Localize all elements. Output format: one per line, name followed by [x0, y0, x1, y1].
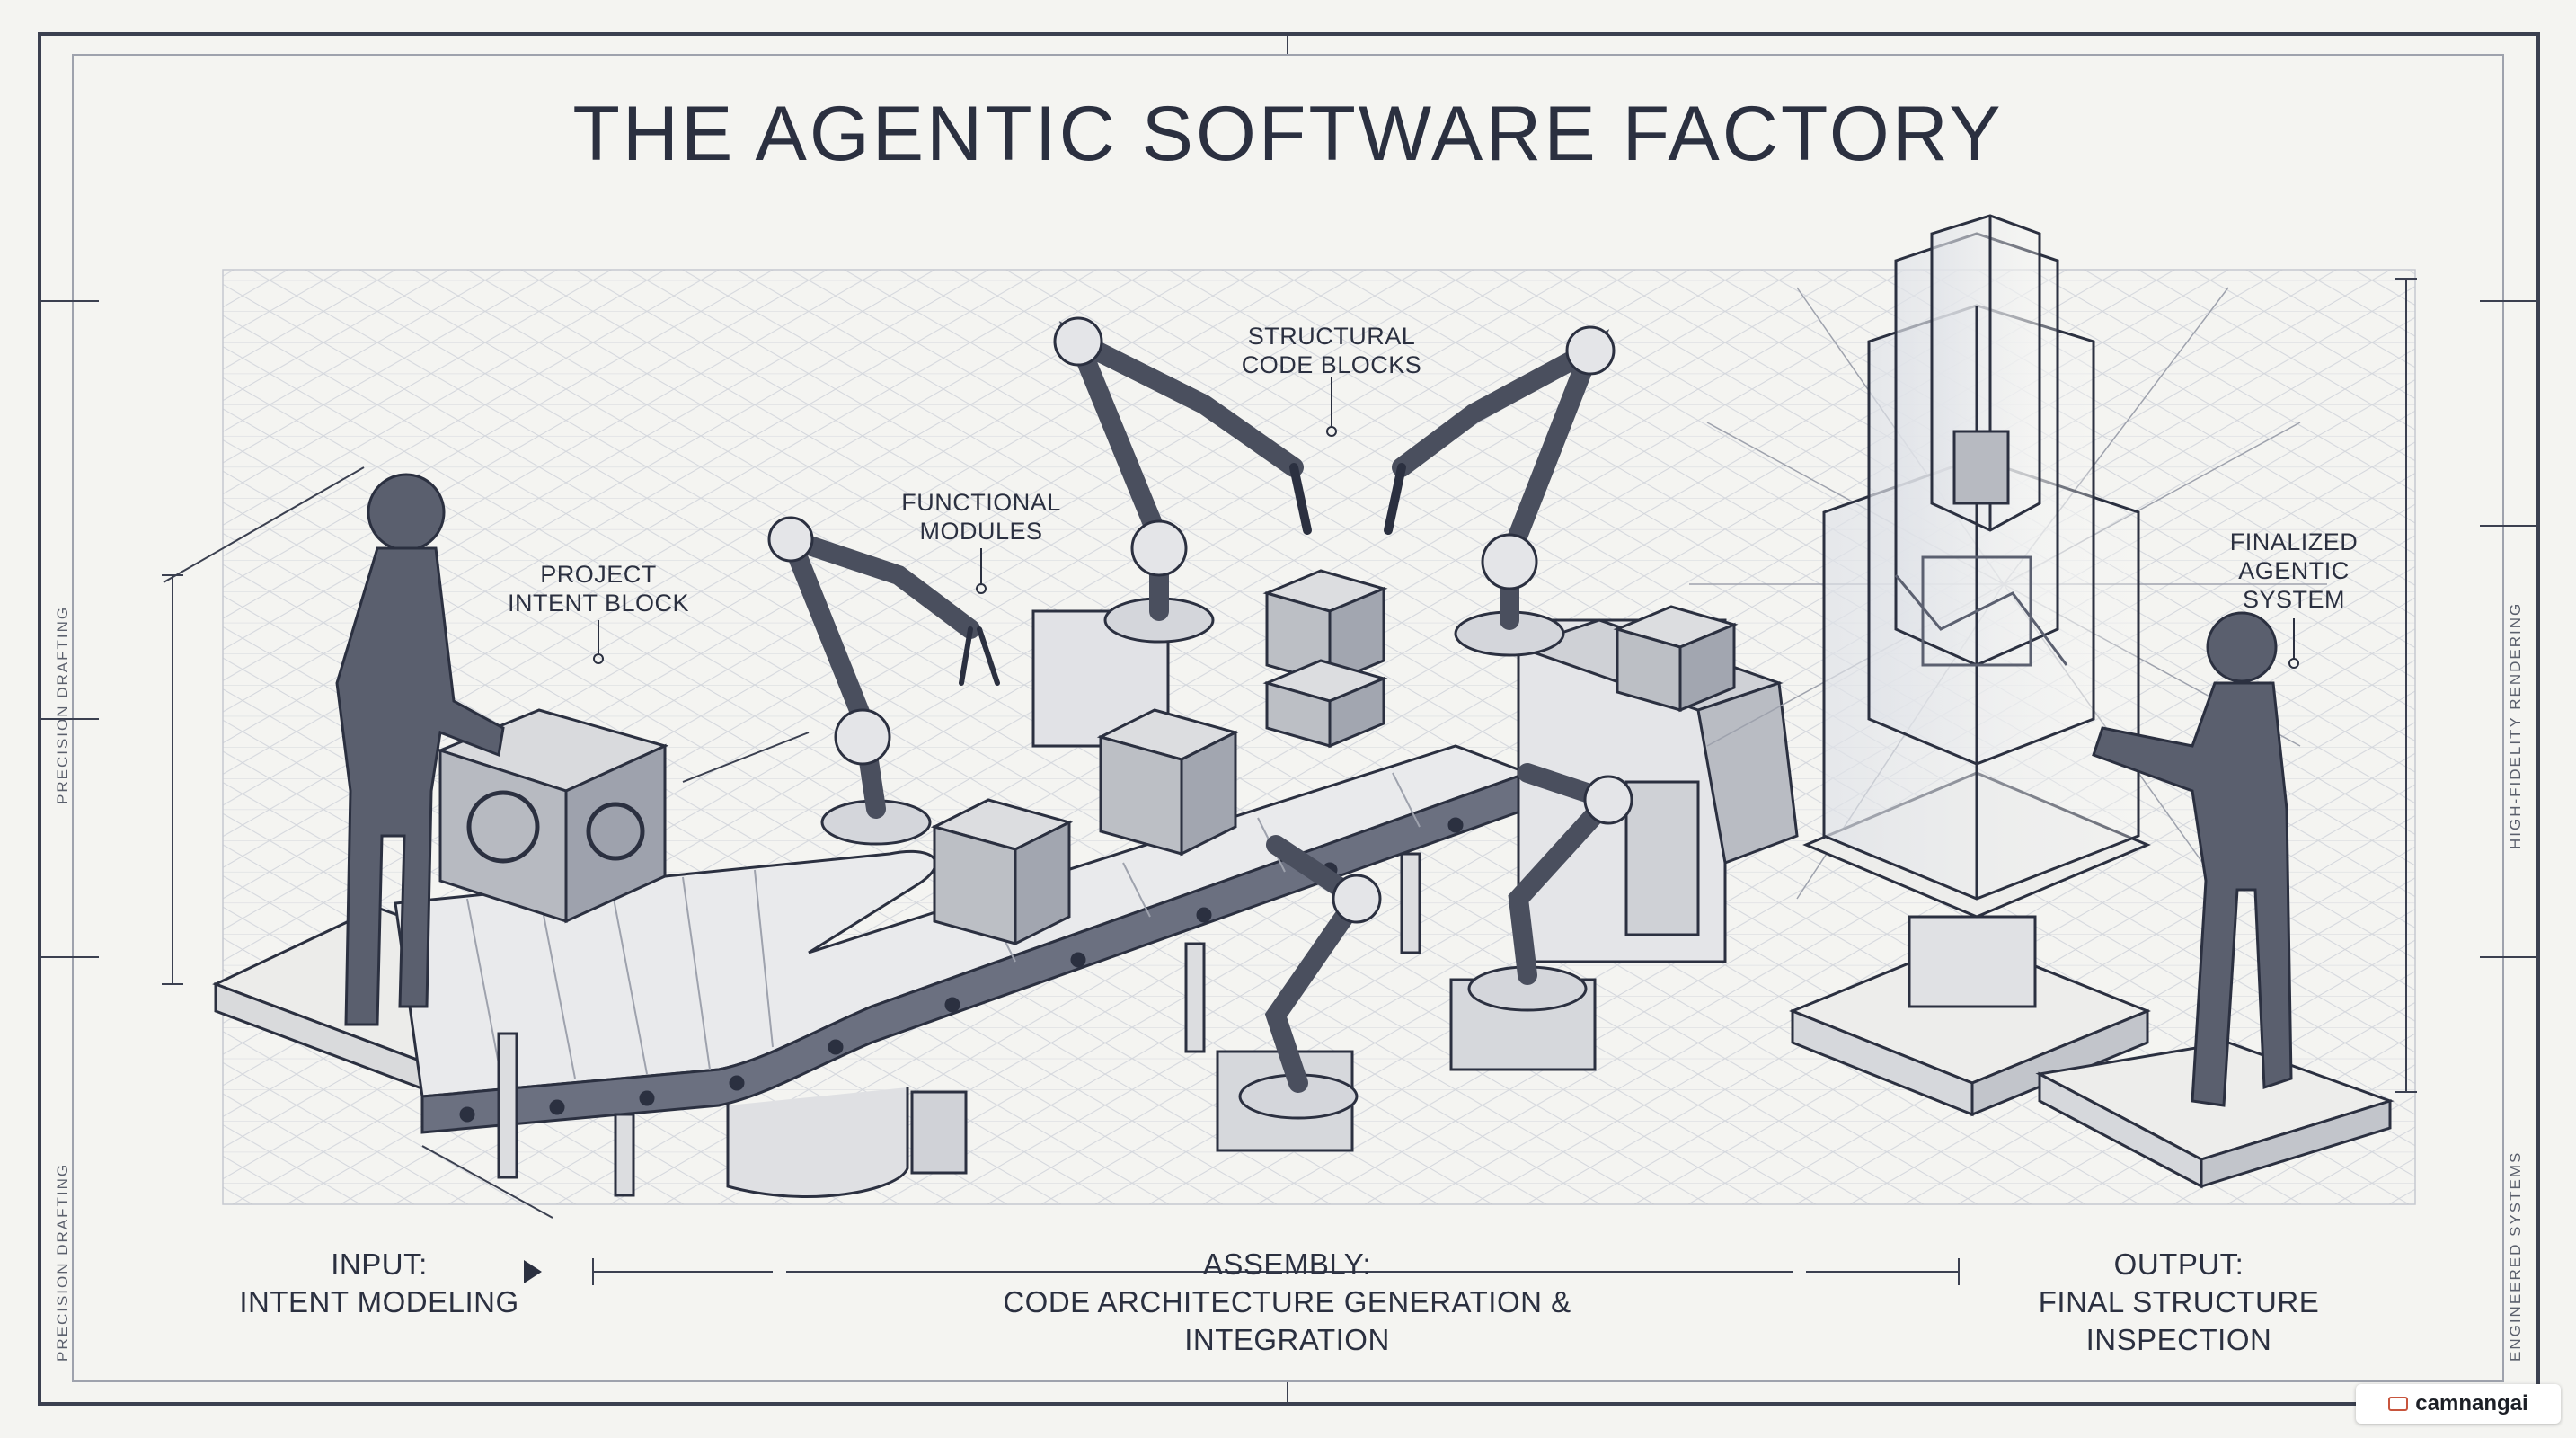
callout-line: CODE BLOCKS: [1241, 351, 1422, 378]
callout-line: AGENTIC: [2238, 557, 2350, 584]
section-input: INPUT: INTENT MODELING: [235, 1246, 523, 1321]
section-heading: INPUT:: [331, 1247, 428, 1281]
section-assembly: ASSEMBLY: CODE ARCHITECTURE GENERATION &…: [899, 1246, 1676, 1359]
callout-line: INTENT BLOCK: [507, 590, 690, 617]
robot-arm-3: [1384, 325, 1616, 657]
side-text-right-upper: HIGH-FIDELITY RENDERING: [2507, 601, 2524, 849]
functional-module-block: [930, 798, 1074, 946]
section-subtitle: CODE ARCHITECTURE GENERATION & INTEGRATI…: [1003, 1285, 1571, 1356]
side-text-left-lower: PRECISION DRAFTING: [54, 1162, 71, 1362]
operator-figure: [335, 473, 505, 1026]
side-text-left-upper: PRECISION DRAFTING: [54, 605, 71, 804]
glass-tower: [1822, 214, 2140, 901]
side-text-right-lower: ENGINEERED SYSTEMS: [2507, 1150, 2524, 1362]
callout-pointers: [593, 377, 2299, 669]
inspector-figure: [2092, 611, 2293, 1107]
section-heading: ASSEMBLY:: [1202, 1247, 1372, 1281]
input-arrow-icon: [524, 1260, 542, 1283]
page-title: THE AGENTIC SOFTWARE FACTORY: [572, 91, 2004, 177]
dimension-lines: [162, 278, 2417, 1285]
human-figures: [335, 473, 2293, 1107]
callout-line: MODULES: [919, 518, 1043, 545]
conveyor-legs: [497, 852, 1421, 1197]
section-subtitle: INTENT MODELING: [239, 1285, 519, 1318]
watermark-badge: camnangai: [2356, 1384, 2561, 1424]
callout-line: FINALIZED: [2229, 528, 2359, 555]
callout-line: FUNCTIONAL: [901, 489, 1061, 516]
frame-ticks: [38, 32, 2540, 1406]
robot-arms: [767, 316, 1633, 1120]
assembly-block: [1096, 708, 1240, 857]
robot-arm-4: [1238, 835, 1382, 1120]
output-block: [1613, 605, 1739, 713]
book-icon: [2388, 1397, 2409, 1411]
callout-project-intent-block: PROJECT INTENT BLOCK: [491, 560, 706, 617]
callout-line: STRUCTURAL: [1247, 323, 1416, 350]
watermark-text: camnangai: [2415, 1391, 2528, 1416]
callout-finalized-agentic-system: FINALIZED AGENTIC SYSTEM: [2186, 528, 2402, 614]
robot-arm-1: [767, 516, 1000, 846]
callout-line: SYSTEM: [2242, 586, 2346, 613]
callout-line: PROJECT: [540, 561, 657, 588]
callout-structural-code-blocks: STRUCTURAL CODE BLOCKS: [1224, 322, 1439, 379]
section-subtitle: FINAL STRUCTURE INSPECTION: [2038, 1285, 2320, 1356]
project-intent-block: [436, 708, 669, 924]
robot-arm-5: [1467, 763, 1633, 1012]
code-blocks: [436, 569, 1739, 946]
robot-arm-2: [1053, 316, 1312, 644]
section-heading: OUTPUT:: [2113, 1247, 2244, 1281]
structural-block: [1262, 569, 1388, 749]
callout-functional-modules: FUNCTIONAL MODULES: [873, 488, 1089, 546]
section-output: OUTPUT: FINAL STRUCTURE INSPECTION: [1963, 1246, 2395, 1359]
